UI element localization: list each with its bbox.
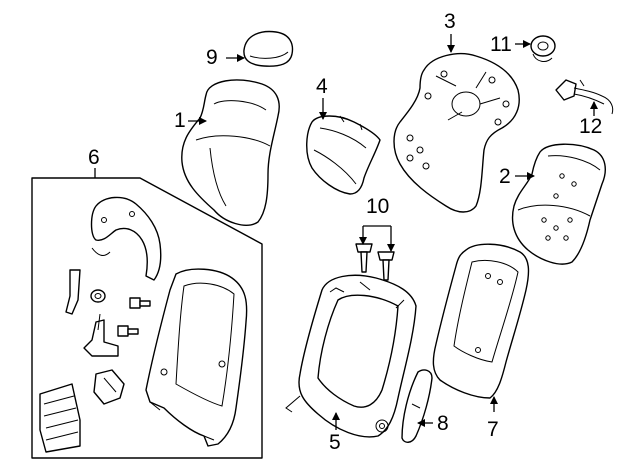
- kit-link-part[interactable]: [65, 269, 81, 315]
- bolt-part-right[interactable]: [377, 251, 395, 281]
- seat-back-cushion-part[interactable]: [511, 143, 606, 265]
- leader-lines: [94, 34, 598, 430]
- kit-bolt-part-upper[interactable]: [129, 297, 151, 309]
- back-panel-part[interactable]: [306, 115, 381, 195]
- trim-strip-part[interactable]: [401, 369, 433, 443]
- callout-8: 8: [437, 412, 449, 435]
- kit-backboard-part[interactable]: [145, 268, 248, 447]
- seat-back-frame-plate-part[interactable]: [393, 52, 520, 213]
- kit-washer-part[interactable]: [90, 289, 106, 303]
- bolt-part-left[interactable]: [355, 243, 373, 273]
- callout-11: 11: [490, 33, 512, 56]
- callout-10: 10: [366, 195, 390, 218]
- wiring-harness-part[interactable]: [555, 79, 614, 115]
- seat-back-cover-part[interactable]: [181, 79, 280, 226]
- kit-pad-part[interactable]: [39, 383, 81, 453]
- callout-4: 4: [316, 75, 328, 98]
- seat-back-frame-part[interactable]: [285, 274, 417, 438]
- callout-1: 1: [174, 109, 186, 132]
- callout-7: 7: [487, 418, 499, 441]
- callout-2: 2: [499, 165, 511, 188]
- callout-3: 3: [444, 10, 456, 33]
- kit-bracket-part[interactable]: [90, 196, 162, 281]
- kit-mechanism-part[interactable]: [83, 313, 119, 357]
- callout-9: 9: [206, 46, 218, 69]
- kit-actuator-part[interactable]: [93, 369, 125, 405]
- callout-12: 12: [579, 115, 603, 138]
- rear-panel-part[interactable]: [432, 243, 530, 399]
- headrest-part[interactable]: [243, 30, 294, 67]
- clip-part[interactable]: [530, 35, 556, 62]
- callout-5: 5: [329, 431, 341, 454]
- callout-6: 6: [88, 146, 100, 169]
- kit-bolt-part-lower[interactable]: [117, 325, 139, 337]
